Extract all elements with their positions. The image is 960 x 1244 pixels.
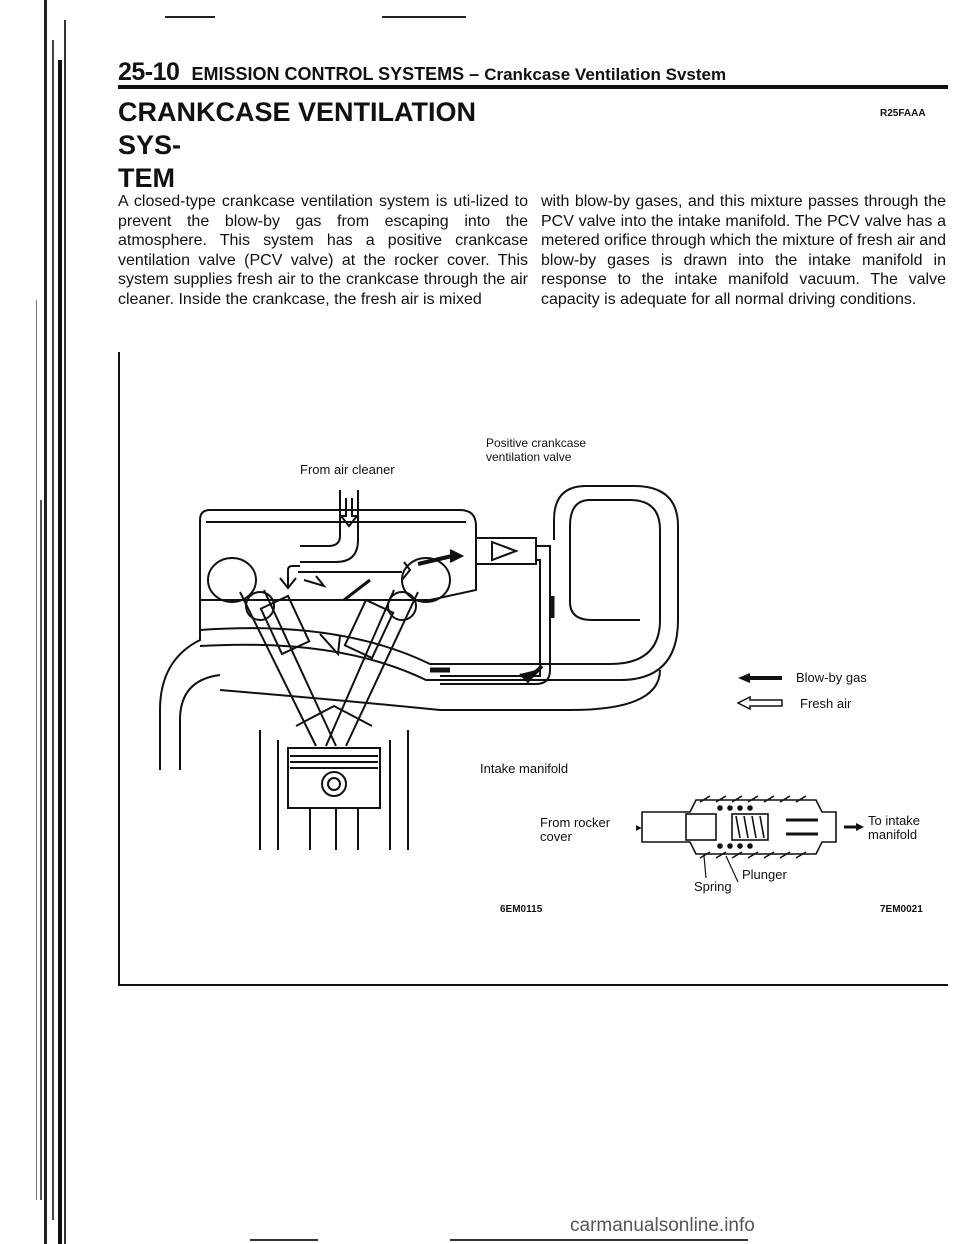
label-to-intake-manifold: To intake manifold <box>868 813 921 842</box>
body-text-right: with blow-by gases, and this mixture pas… <box>541 193 946 308</box>
page-title: CRANKCASE VENTILATION SYS- TEM <box>118 97 477 193</box>
label-pcv-valve: Positive crankcase ventilation valve <box>486 436 587 464</box>
body-text-left: A closed-type crankcase ventilation syst… <box>118 193 528 308</box>
pcv-valve-detail-diagram <box>636 795 837 859</box>
legend-fresh-air: Fresh air <box>800 696 852 711</box>
figure-frame-left <box>118 352 120 986</box>
label-spring: Spring <box>694 879 732 894</box>
figure-code-engine: 6EM0115 <box>500 904 543 915</box>
fresh-air-arrow-icon <box>736 696 783 710</box>
header-rule <box>118 85 948 89</box>
page-number: 25-10 <box>118 58 180 86</box>
figure-frame-bottom <box>118 984 948 986</box>
leader-lines <box>703 855 739 883</box>
bottom-rule-right <box>450 1239 748 1241</box>
label-from-rocker-cover: From rocker cover <box>540 815 611 844</box>
section-title: EMISSION CONTROL SYSTEMS – Crankcase Ven… <box>191 64 727 84</box>
label-intake-manifold: Intake manifold <box>480 761 569 776</box>
binding-edge <box>36 0 66 1244</box>
bottom-rule-left <box>250 1239 318 1241</box>
figure-code-valve: 7EM0021 <box>880 904 923 915</box>
running-head: 25-10 EMISSION CONTROL SYSTEMS – Crankca… <box>118 58 948 87</box>
blowby-arrow-icon <box>738 673 782 683</box>
top-rule-left <box>165 16 215 18</box>
article-code: R25FAAA <box>880 108 926 119</box>
watermark: carmanualsonline.info <box>570 1215 755 1236</box>
label-plunger: Plunger <box>742 867 787 882</box>
to-intake-arrow-icon <box>844 823 864 831</box>
top-rule-right <box>382 16 466 18</box>
engine-cross-section-diagram <box>159 485 679 850</box>
legend-blowby: Blow-by gas <box>796 670 867 685</box>
label-air-cleaner: From air cleaner <box>300 462 395 477</box>
